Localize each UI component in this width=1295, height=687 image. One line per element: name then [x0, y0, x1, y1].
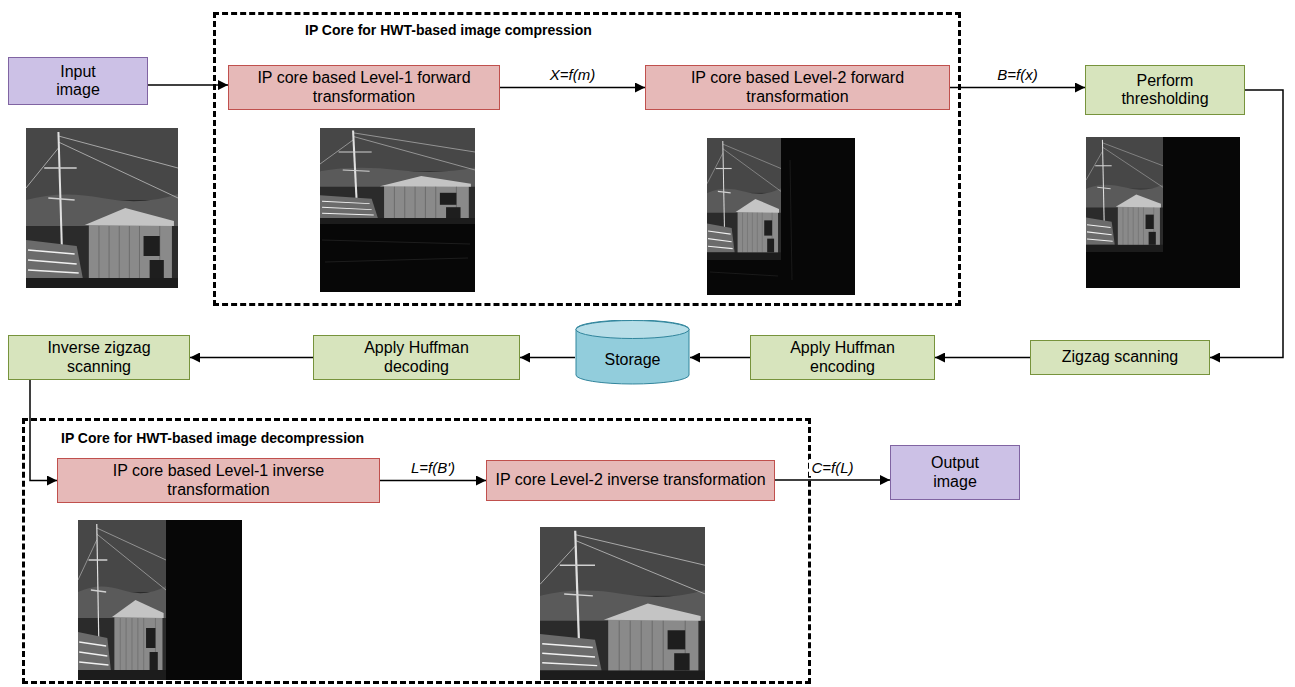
transform-box: IP core based Level-2 forward transforma… — [645, 65, 950, 110]
box-label: Apply Huffman decoding — [347, 339, 487, 376]
edge-label: B=f(x) — [995, 66, 1039, 83]
process-box: Zigzag scanning — [1030, 340, 1210, 375]
edge-label: X=f(m) — [548, 66, 597, 83]
transform-box: IP core Level-2 inverse transformation — [486, 460, 775, 501]
subband-background — [78, 520, 242, 680]
box-label: Input image — [46, 63, 110, 100]
group-title: IP Core for HWT-based image compression — [305, 22, 958, 39]
box-label: Inverse zigzag scanning — [34, 339, 164, 376]
io-box: Output image — [890, 445, 1020, 500]
edge-label: C=f(L) — [809, 459, 855, 476]
connector — [950, 87, 1085, 89]
process-box: Inverse zigzag scanning — [8, 335, 190, 380]
transform-box: IP core based Level-1 forward transforma… — [228, 65, 500, 110]
transform-box: IP core based Level-1 inverse transforma… — [57, 458, 380, 503]
level2-photo — [707, 138, 781, 260]
connector — [190, 357, 313, 359]
connector — [935, 357, 1030, 359]
box-label: Output image — [920, 454, 990, 491]
box-label: Apply Huffman encoding — [773, 339, 913, 376]
connector — [1210, 90, 1283, 358]
group-title: IP Core for HWT-based image decompressio… — [61, 430, 808, 447]
cylinder-top — [576, 321, 689, 339]
input-photo — [26, 128, 178, 288]
connector — [30, 380, 57, 481]
box-label: Zigzag scanning — [1062, 348, 1179, 366]
subband-background — [320, 128, 475, 292]
process-box: Apply Huffman encoding — [750, 335, 935, 380]
subband-detail — [710, 160, 792, 280]
edge-label: L=f(B') — [409, 459, 457, 476]
box-label: IP core based Level-1 forward transforma… — [235, 69, 493, 106]
subband-detail — [322, 240, 470, 262]
connector — [775, 479, 890, 481]
box-label: IP core Level-2 inverse transformation — [495, 471, 765, 489]
inverse-level1-photo — [78, 520, 166, 680]
ip-core-frame: IP Core for HWT-based image compressionI… — [213, 12, 961, 306]
subband-background — [1086, 137, 1240, 288]
subband-background — [707, 138, 855, 295]
connector — [148, 84, 228, 86]
box-label: Perform thresholding — [1105, 72, 1225, 109]
connector — [500, 87, 645, 89]
storage-cylinder: Storage — [575, 320, 690, 385]
box-label: IP core based Level-2 forward transforma… — [652, 69, 943, 106]
connector — [690, 357, 750, 359]
ip-core-frame: IP Core for HWT-based image decompressio… — [22, 418, 811, 684]
box-label: IP core based Level-1 inverse transforma… — [64, 462, 373, 499]
cylinder-body — [576, 320, 689, 384]
level1-photo — [320, 128, 475, 224]
threshold-photo — [1086, 137, 1163, 252]
connector — [520, 357, 575, 359]
box-label: Storage — [604, 351, 660, 369]
io-box: Input image — [8, 57, 148, 105]
process-box: Perform thresholding — [1085, 65, 1245, 115]
process-box: Apply Huffman decoding — [313, 335, 520, 380]
output-photo — [540, 527, 705, 680]
connector — [380, 480, 486, 482]
